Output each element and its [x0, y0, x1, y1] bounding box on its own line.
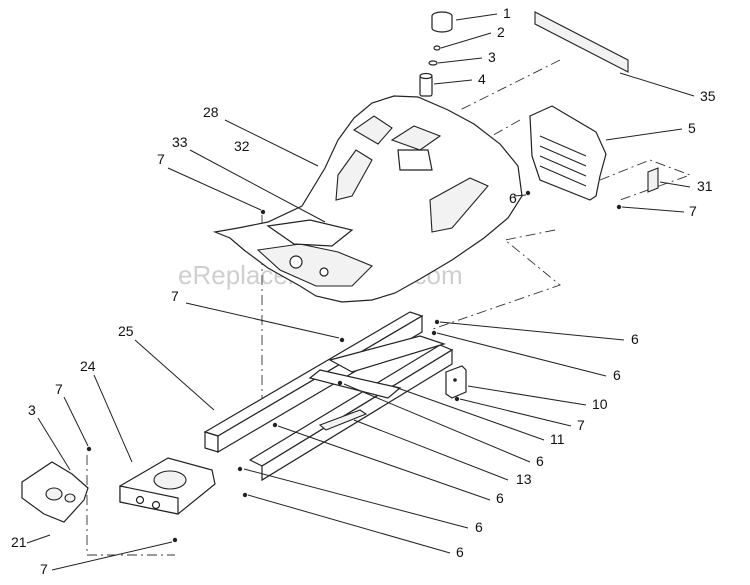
callout-c13: 13	[516, 471, 532, 487]
callout-c31: 31	[697, 178, 713, 194]
part-3-washer	[428, 60, 438, 66]
callout-c7b: 7	[689, 203, 697, 219]
leader-lines	[26, 13, 695, 571]
callout-c32: 32	[234, 138, 250, 154]
callout-c11: 11	[550, 431, 565, 447]
callout-c3b: 3	[28, 402, 36, 418]
callout-c6a: 6	[509, 190, 517, 206]
callout-c4: 4	[478, 71, 486, 87]
callout-c35: 35	[700, 88, 716, 104]
part-21-front-bracket	[21, 461, 89, 523]
callout-c21: 21	[11, 534, 27, 550]
callout-c6e: 6	[496, 490, 504, 506]
callout-c28: 28	[203, 104, 219, 120]
callout-c7a: 7	[157, 151, 165, 167]
callout-c24: 24	[80, 358, 96, 374]
part-2-spacer	[433, 45, 441, 51]
callout-c2: 2	[497, 24, 505, 40]
part-24-battery-tray	[119, 457, 216, 515]
part-1-knob	[431, 11, 453, 33]
hardware-fasteners	[86, 190, 622, 543]
callout-c7f: 7	[40, 561, 48, 577]
callout-c6d: 6	[536, 453, 544, 469]
callout-c3a: 3	[488, 49, 496, 65]
part-4-bushing	[419, 72, 433, 97]
part-10-bracket	[445, 365, 467, 399]
part-5-side-panel	[529, 105, 607, 201]
lower-frame-rail	[248, 335, 454, 482]
callout-c10: 10	[592, 396, 608, 412]
callout-c6f: 6	[475, 519, 483, 535]
callout-c6c: 6	[613, 367, 621, 383]
part-28-body-pan	[212, 95, 523, 303]
part-35-strip	[534, 11, 629, 73]
callout-c6g: 6	[456, 544, 464, 560]
callout-c5: 5	[688, 120, 696, 136]
part-31-decal	[647, 167, 659, 193]
callout-c25: 25	[118, 323, 134, 339]
callout-c7c: 7	[171, 288, 179, 304]
callout-c33: 33	[172, 134, 188, 150]
callout-c1: 1	[503, 5, 511, 21]
callout-c6b: 6	[631, 331, 639, 347]
callout-c7d: 7	[55, 381, 63, 397]
callout-c7e: 7	[577, 417, 585, 433]
